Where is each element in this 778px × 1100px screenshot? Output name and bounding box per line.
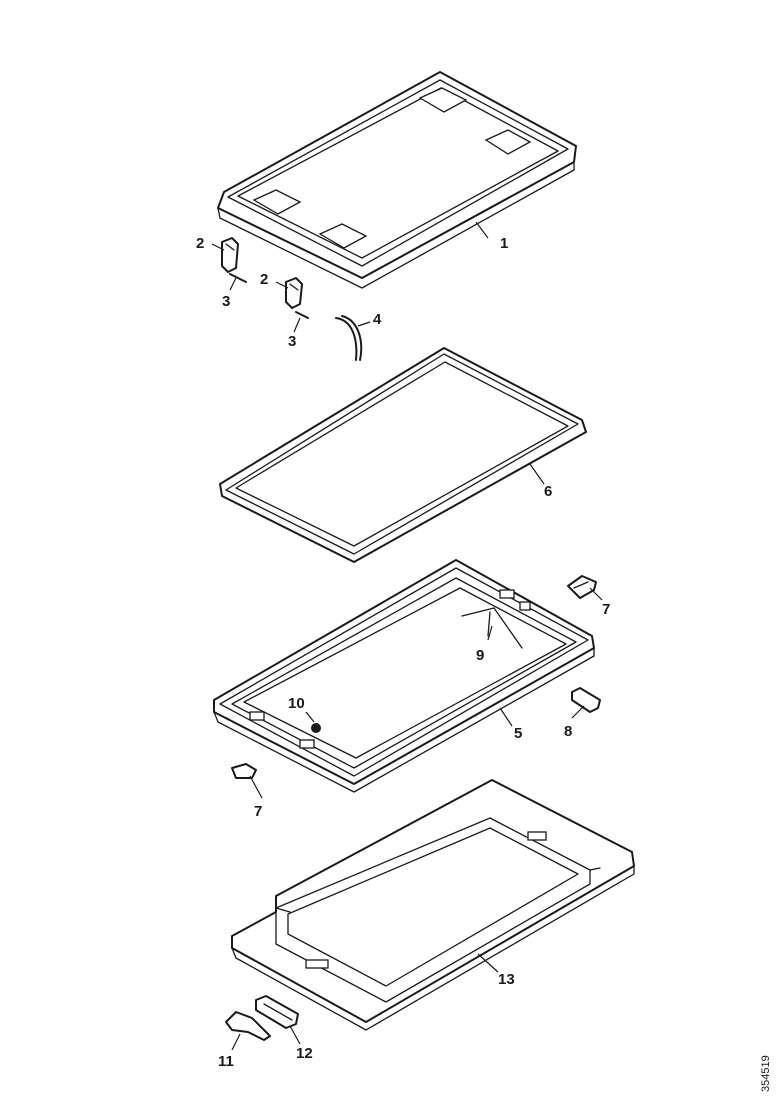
callout-10: 10	[288, 695, 305, 712]
leader-lines	[211, 221, 603, 1051]
part-3-pin-right	[295, 311, 309, 319]
part-4-curved-strip	[335, 315, 363, 361]
document-number: 354519	[760, 1055, 772, 1092]
callout-7-lower: 7	[254, 803, 262, 820]
part-5-inner-frame	[213, 559, 595, 793]
part-1-cover-frame	[217, 71, 577, 289]
part-10-fastener	[311, 723, 321, 733]
callout-12: 12	[296, 1045, 313, 1062]
callout-9: 9	[476, 647, 484, 664]
part-2-clip-right	[285, 277, 303, 309]
part-7-bracket-upper	[567, 575, 597, 599]
callouts: 1 2 2 3 3 4 6 7 9 10 5 8 7 13 12 11	[196, 235, 610, 1070]
callout-2-right: 2	[260, 271, 268, 288]
part-6-seal-frame	[219, 347, 587, 563]
callout-13: 13	[498, 971, 515, 988]
callout-8: 8	[564, 723, 572, 740]
part-13-base-tray	[231, 779, 635, 1031]
callout-1: 1	[500, 235, 508, 252]
part-12-slide-hinge	[255, 995, 299, 1029]
part-3-pin-left	[229, 273, 247, 283]
callout-6: 6	[544, 483, 552, 500]
callout-7-upper: 7	[602, 601, 610, 618]
callout-4: 4	[373, 311, 382, 328]
callout-3-left: 3	[222, 293, 230, 310]
callout-3-right: 3	[288, 333, 296, 350]
callout-2-left: 2	[196, 235, 204, 252]
callout-11: 11	[218, 1053, 234, 1070]
part-9-rods	[461, 607, 523, 649]
part-7-bracket-lower	[231, 763, 257, 779]
part-8-latch	[571, 687, 601, 713]
callout-5: 5	[514, 725, 522, 742]
part-11-handle	[225, 1011, 271, 1041]
part-2-clip-left	[221, 237, 239, 273]
